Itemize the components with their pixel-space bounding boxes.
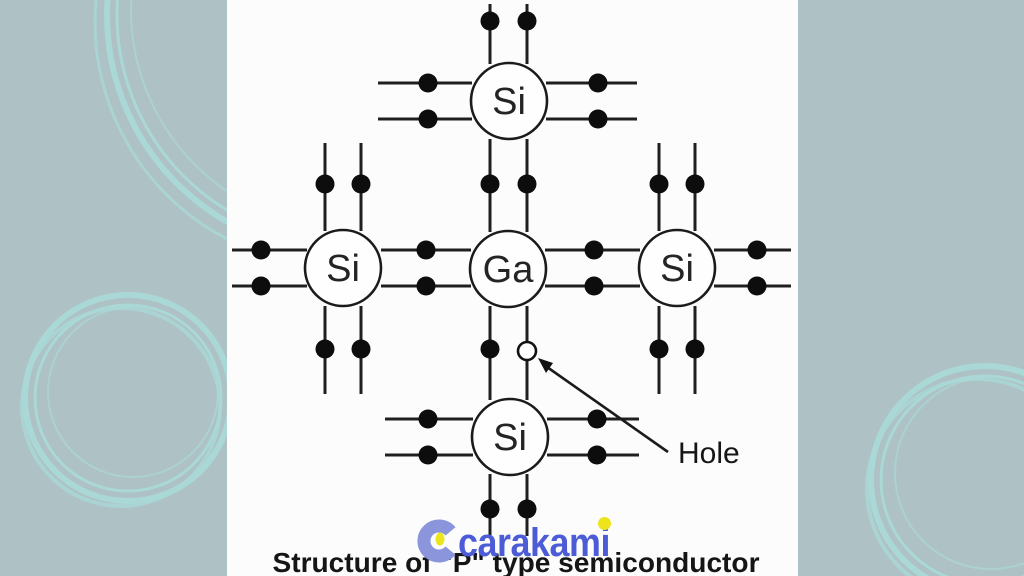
- electron-dot: [517, 174, 537, 194]
- si-right-circle: [637, 228, 717, 308]
- electron-dot: [480, 174, 500, 194]
- watermark-i-dot-icon: [598, 517, 611, 530]
- electron-dot: [517, 11, 537, 31]
- watermark-text: carakami: [458, 521, 610, 565]
- si-bottom-label: Si: [493, 417, 527, 459]
- si-bottom-circle: [470, 397, 550, 477]
- electron-dot: [685, 339, 705, 359]
- electron-dot: [747, 240, 767, 260]
- si-right-label: Si: [660, 248, 694, 290]
- electron-dot: [649, 174, 669, 194]
- si-left-circle: [303, 228, 383, 308]
- hole-pointer-arrow: [538, 358, 669, 454]
- ring-bottom-left: [20, 292, 234, 508]
- electron-dot: [587, 409, 607, 429]
- electron-dot: [588, 73, 608, 93]
- electron-dot: [251, 276, 271, 296]
- ga-center-label: Ga: [483, 249, 535, 291]
- hole-arrow-line: [546, 365, 669, 454]
- watermark-logo-icon: [417, 519, 456, 563]
- electron-dot: [351, 174, 371, 194]
- electron-dot: [685, 174, 705, 194]
- electron-dot: [480, 339, 500, 359]
- electron-dot: [315, 339, 335, 359]
- electron-dot: [480, 11, 500, 31]
- electron-dot: [416, 276, 436, 296]
- electron-dot: [416, 240, 436, 260]
- si-top-circle: [469, 61, 549, 141]
- ga-center-circle: [468, 229, 548, 309]
- hole-arrow-head-icon: [538, 358, 553, 373]
- electron-dot: [418, 445, 438, 465]
- electron-dot: [418, 73, 438, 93]
- electron-dot: [251, 240, 271, 260]
- electron-dot: [517, 499, 537, 519]
- electron-dot: [418, 109, 438, 129]
- electron-dot: [480, 499, 500, 519]
- watermark-logo-spark-icon: [435, 532, 445, 546]
- hole-circle: [516, 340, 538, 362]
- caption: Structure of "P" type semiconductor: [273, 547, 760, 576]
- electron-dot: [587, 445, 607, 465]
- electron-dot: [315, 174, 335, 194]
- electron-dot: [588, 109, 608, 129]
- electron-dot: [418, 409, 438, 429]
- si-top-label: Si: [492, 81, 526, 123]
- ring-bottom-right: [865, 363, 1024, 576]
- si-left-label: Si: [326, 248, 360, 290]
- electron-dot: [584, 276, 604, 296]
- electron-dot: [584, 240, 604, 260]
- electrons-layer: [251, 11, 767, 519]
- hole-label: Hole: [678, 437, 740, 470]
- watermark: carakami: [417, 517, 611, 565]
- electron-dot: [747, 276, 767, 296]
- electron-dot: [649, 339, 669, 359]
- electron-dot: [351, 339, 371, 359]
